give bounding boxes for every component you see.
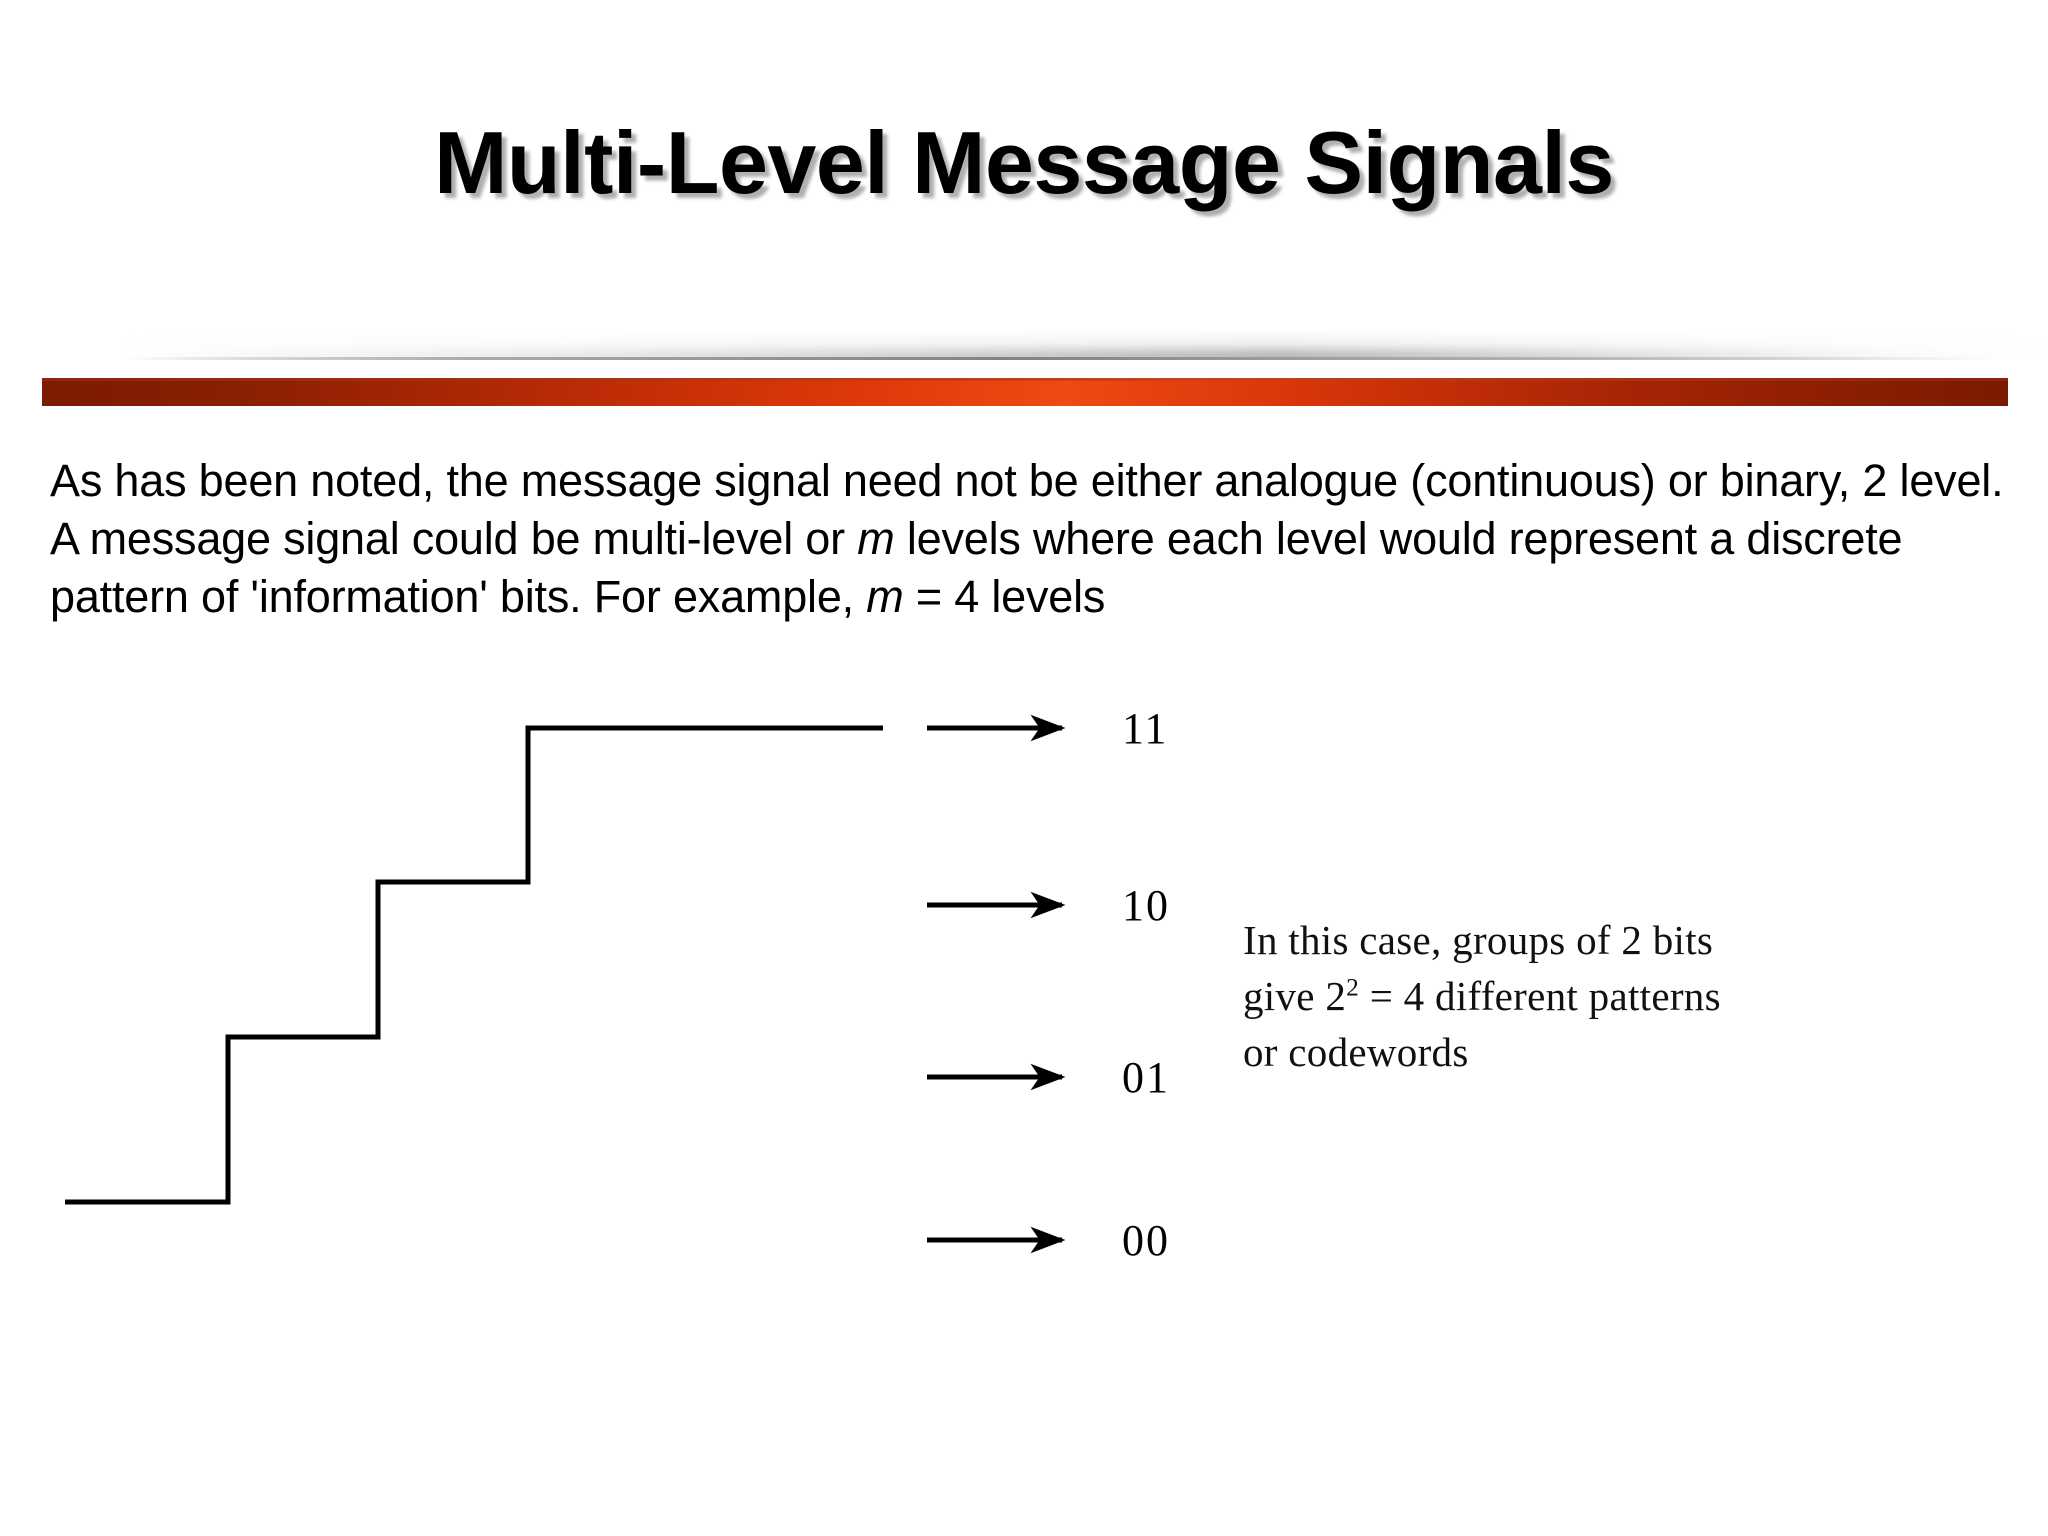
- note-line-3: or codewords: [1243, 1029, 1469, 1075]
- divider-red-bar-highlight: [42, 378, 2008, 381]
- body-text-segment-2: levels where each level would represent …: [50, 513, 1903, 622]
- body-text-segment-1: As has been noted, the message signal ne…: [50, 455, 2004, 564]
- note-line-2-post: = 4 different patterns: [1359, 973, 1721, 1019]
- divider-red-bar: [42, 378, 2008, 406]
- note-line-1: In this case, groups of 2 bits: [1243, 917, 1714, 963]
- body-italic-m-2: m: [866, 571, 904, 622]
- note-line-2-pre: give 2: [1243, 973, 1347, 1019]
- divider-gray-swoosh: [120, 330, 2048, 360]
- level-label-10: 10: [1122, 881, 1170, 930]
- divider-gray-edge: [120, 357, 2048, 360]
- annotation-note: In this case, groups of 2 bits give 22 =…: [1243, 912, 1883, 1080]
- body-italic-m-1: m: [857, 513, 895, 564]
- level-label-11: 11: [1122, 704, 1169, 753]
- level-label-01: 01: [1122, 1053, 1170, 1102]
- body-paragraph: As has been noted, the message signal ne…: [50, 452, 2010, 626]
- title-block: Multi-Level Message Signals: [0, 118, 2048, 208]
- note-exponent: 2: [1346, 973, 1360, 1002]
- staircase-signal-path: [65, 725, 883, 1205]
- page-title: Multi-Level Message Signals: [434, 113, 1614, 212]
- header-divider: [0, 330, 2048, 406]
- body-text-segment-3: = 4 levels: [903, 571, 1106, 622]
- level-label-00: 00: [1122, 1216, 1170, 1265]
- note-line-2: give 22 = 4 different patterns: [1243, 968, 1883, 1024]
